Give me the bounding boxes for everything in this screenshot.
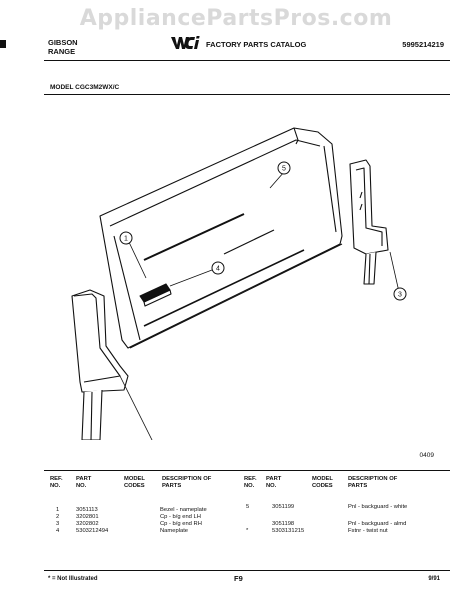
callout-5-label: 5 xyxy=(282,166,286,173)
right-end-cap xyxy=(349,159,389,285)
left-end-cap xyxy=(71,289,129,440)
model-line: MODEL CGC3M2WX/C xyxy=(50,84,120,91)
callout-4-label: 4 xyxy=(216,266,220,273)
table-top-rule xyxy=(44,470,450,471)
callout-1 xyxy=(119,231,133,245)
nameplate-bezel xyxy=(139,283,172,307)
header-model: MODEL CODES xyxy=(312,476,333,489)
page-number: F9 xyxy=(234,574,243,583)
header-model: MODEL CODES xyxy=(124,476,145,489)
catalog-page: GIBSON RANGE FACTORY PARTS CATALOG 59952… xyxy=(44,36,450,590)
model-rule xyxy=(44,94,450,95)
header-desc: DESCRIPTION OF PARTS xyxy=(162,476,212,489)
page-edge-mark xyxy=(0,40,6,48)
footer-rule xyxy=(44,570,450,571)
header-rule xyxy=(44,60,450,61)
watermark: AppliancePartsPros.com xyxy=(79,6,393,31)
footnote: * = Not Illustrated xyxy=(48,576,98,582)
callout-leaders xyxy=(119,171,400,440)
callout-3 xyxy=(393,287,407,301)
exploded-parts-diagram: 1 2 3 4 5 xyxy=(71,127,407,440)
callout-3-label: 3 xyxy=(398,292,402,299)
catalog-number: 5995214219 xyxy=(402,40,444,49)
wci-logo-icon xyxy=(171,36,200,49)
catalog-title: FACTORY PARTS CATALOG xyxy=(206,40,307,49)
callout-1-label: 1 xyxy=(124,236,128,243)
revision-date: 9/91 xyxy=(428,576,440,582)
brand-block: GIBSON RANGE xyxy=(48,38,78,56)
callout-4 xyxy=(211,261,225,275)
brand-name: GIBSON xyxy=(48,38,78,47)
header-ref: REF. NO. xyxy=(50,476,63,489)
header-ref: REF. NO. xyxy=(244,476,257,489)
diagram-code: 0409 xyxy=(419,452,434,459)
callout-5 xyxy=(277,161,291,175)
brand-product: RANGE xyxy=(48,47,76,56)
backguard-panel xyxy=(99,127,343,349)
callout-bubbles xyxy=(119,161,407,301)
header-part: PART NO. xyxy=(76,476,92,489)
header-part: PART NO. xyxy=(266,476,282,489)
header-desc: DESCRIPTION OF PARTS xyxy=(348,476,398,489)
